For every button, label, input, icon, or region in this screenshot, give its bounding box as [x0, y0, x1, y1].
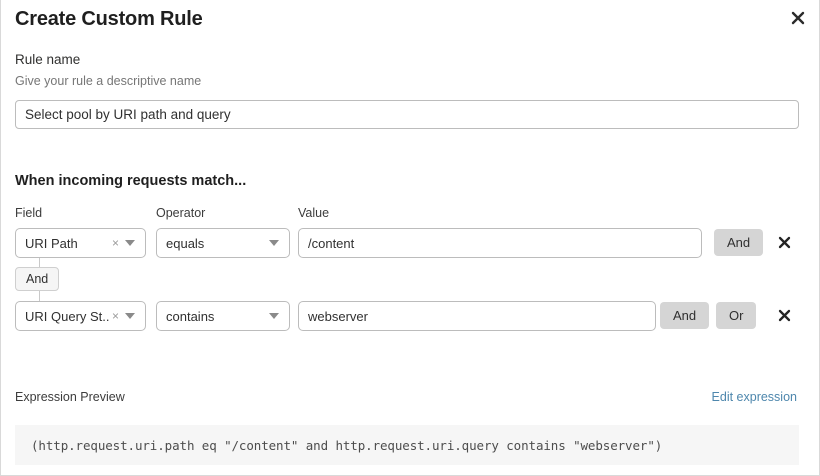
and-button-row-1[interactable]: And	[714, 229, 764, 256]
value-input-row-1[interactable]	[298, 228, 702, 258]
chevron-down-icon[interactable]	[125, 313, 135, 319]
operator-select-value-row-2: contains	[166, 308, 215, 324]
remove-row-icon[interactable]	[774, 232, 794, 252]
close-icon[interactable]	[785, 5, 811, 31]
field-select-value-row-1: URI Path	[25, 235, 78, 251]
chevron-down-icon[interactable]	[269, 240, 279, 246]
column-header-value: Value	[298, 206, 330, 220]
chevron-down-icon[interactable]	[269, 313, 279, 319]
conditions-heading: When incoming requests match...	[15, 173, 247, 189]
dialog-title: Create Custom Rule	[15, 8, 203, 30]
rule-name-label: Rule name	[15, 52, 81, 67]
column-header-field: Field	[15, 206, 43, 220]
operator-select-row-2[interactable]: contains	[156, 301, 290, 331]
field-select-row-1[interactable]: URI Path ×	[15, 228, 146, 258]
rule-name-input[interactable]	[15, 100, 799, 129]
remove-row-icon[interactable]	[774, 305, 794, 325]
edit-expression-link[interactable]: Edit expression	[711, 390, 797, 404]
rule-name-hint: Give your rule a descriptive name	[15, 74, 202, 88]
operator-select-row-1[interactable]: equals	[156, 228, 290, 258]
or-button-row-2[interactable]: Or	[716, 302, 757, 329]
field-select-row-2[interactable]: URI Query St... ×	[15, 301, 146, 331]
expression-preview-label: Expression Preview	[15, 390, 125, 404]
value-input-row-2[interactable]	[298, 301, 656, 331]
condition-row: URI Path × equals And	[1, 228, 820, 258]
expression-preview-text: (http.request.uri.path eq "/content" and…	[31, 437, 663, 453]
and-button-row-2[interactable]: And	[660, 302, 710, 329]
group-connector-and-badge[interactable]: And	[15, 267, 60, 291]
chevron-down-icon[interactable]	[125, 240, 135, 246]
field-select-value-row-2: URI Query St...	[25, 308, 110, 324]
operator-select-value-row-1: equals	[166, 235, 205, 251]
clear-icon[interactable]: ×	[111, 309, 119, 323]
expression-preview-box: (http.request.uri.path eq "/content" and…	[15, 425, 799, 465]
clear-icon[interactable]: ×	[111, 236, 119, 250]
condition-row: URI Query St... × contains And Or	[1, 301, 820, 331]
column-header-operator: Operator	[156, 206, 206, 220]
